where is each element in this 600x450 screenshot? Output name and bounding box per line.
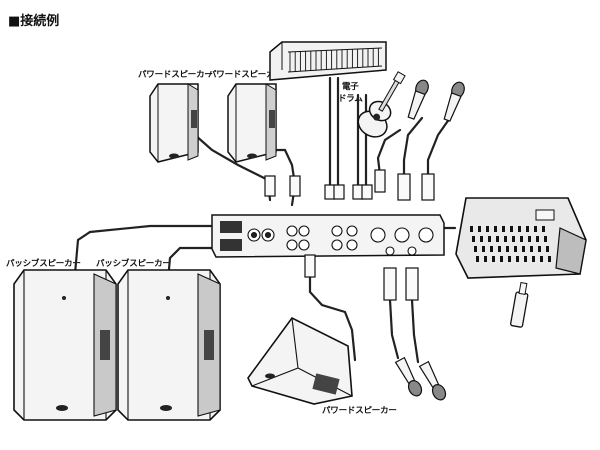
electronic-drum-label-line1: 電子 <box>342 82 359 92</box>
mixer-control <box>506 246 509 252</box>
mixer-control <box>472 236 475 242</box>
mixer-control <box>500 256 503 262</box>
speakon-right <box>220 239 242 251</box>
mixer-control <box>530 246 533 252</box>
mixer-control <box>512 236 515 242</box>
mixer-control <box>508 256 511 262</box>
mixer-control <box>504 236 507 242</box>
mixer-control <box>498 246 501 252</box>
microphone-2 <box>443 81 465 122</box>
mixer-control <box>534 226 537 232</box>
speakon-left <box>220 221 242 233</box>
mixer-control <box>490 246 493 252</box>
mixer-control <box>494 226 497 232</box>
microphone-3 <box>394 356 423 397</box>
xlr-plug <box>405 267 419 301</box>
page-title: ■接続例 <box>8 14 60 29</box>
mixer-control <box>486 226 489 232</box>
cable-mic1 <box>402 116 424 184</box>
mixer-rear-panel <box>211 214 445 258</box>
mixer-control <box>542 226 545 232</box>
keyboard <box>269 41 387 81</box>
xlr-plug <box>421 173 435 201</box>
mixer-control <box>516 256 519 262</box>
passive-speaker-left <box>13 269 117 421</box>
powered-speaker-left-label: パワードスピーカー <box>138 70 213 80</box>
microphone-1 <box>407 79 429 120</box>
mixer-control <box>540 256 543 262</box>
guitar <box>357 71 406 138</box>
mixer-control <box>482 246 485 252</box>
powered-speaker-left <box>149 83 199 163</box>
mixer-control <box>478 226 481 232</box>
mixer-control <box>518 226 521 232</box>
cable-guitar <box>376 128 402 177</box>
mixer-control <box>548 256 551 262</box>
jack-plug <box>361 184 373 200</box>
jack-plug <box>289 175 301 197</box>
microphone-4 <box>418 360 447 401</box>
jack-plug <box>374 169 386 193</box>
bottom-connectors <box>304 254 419 301</box>
mixer-control <box>520 236 523 242</box>
monitor-wedge-speaker <box>247 316 353 405</box>
usb-stick <box>510 281 529 328</box>
xlr-plug <box>397 173 411 201</box>
mixer-control <box>526 226 529 232</box>
jack-plug <box>304 254 316 278</box>
mixer-control <box>502 226 505 232</box>
mixer-control <box>522 246 525 252</box>
top-connectors <box>264 169 435 201</box>
xlr-plug <box>383 267 397 301</box>
powered-speaker-right <box>227 83 277 163</box>
jack-plug <box>264 175 276 197</box>
cable-mic3 <box>388 298 400 360</box>
mixer-control <box>544 236 547 242</box>
electronic-drum-label-line2: ドラム <box>338 94 363 104</box>
mixer-control <box>528 236 531 242</box>
mixer-control <box>532 256 535 262</box>
mixer-control <box>514 246 517 252</box>
passive-speaker-right-label: パッシブスピーカー <box>96 259 171 269</box>
mixer-control <box>470 226 473 232</box>
passive-speaker-left-label: パッシブスピーカー <box>6 259 81 269</box>
cable-passive-right <box>166 246 214 282</box>
cable-monitor <box>308 263 357 362</box>
mixer-control <box>524 256 527 262</box>
mixer-control <box>538 246 541 252</box>
passive-speaker-right <box>117 269 221 421</box>
mixer-control <box>488 236 491 242</box>
cable-passive-left <box>72 224 214 287</box>
cable-mic2 <box>426 113 454 184</box>
mixer-control <box>536 236 539 242</box>
mixer-control <box>480 236 483 242</box>
powered-speaker-right-label: パワードスピーカー <box>208 70 283 80</box>
monitor-speaker-label: パワードスピーカー <box>322 406 397 416</box>
mixer-control <box>510 226 513 232</box>
mixer-control <box>474 246 477 252</box>
mixer-control <box>496 236 499 242</box>
mixer-control <box>476 256 479 262</box>
cable-mic4 <box>410 298 420 364</box>
mixer-control <box>546 246 549 252</box>
jack-plug <box>333 184 345 200</box>
digital-mixer <box>455 197 587 279</box>
mixer-control <box>484 256 487 262</box>
mixer-control <box>492 256 495 262</box>
